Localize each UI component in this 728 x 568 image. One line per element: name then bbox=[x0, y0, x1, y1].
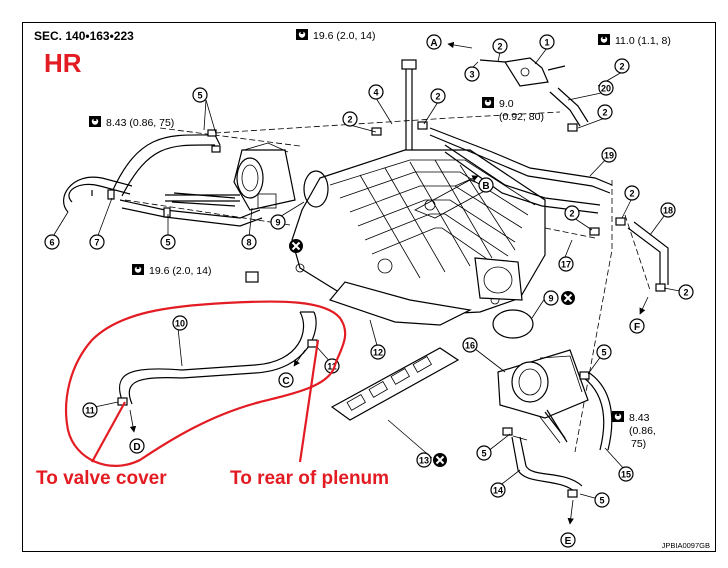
part-number: 2 bbox=[497, 42, 502, 52]
part-number: 5 bbox=[197, 91, 202, 101]
intake-manifold-lower bbox=[328, 281, 472, 326]
part-number: 4 bbox=[373, 88, 378, 98]
part-number: 1 bbox=[544, 38, 549, 48]
engine-label: HR bbox=[44, 48, 82, 78]
letter-a: A bbox=[430, 38, 437, 49]
part-number: 10 bbox=[175, 319, 185, 329]
part-number: 16 bbox=[465, 341, 475, 351]
part-number-callouts: 1 2 2 2 2 2 2 2 2 3 4 5 5 5 5 5 6 7 8 9 … bbox=[44, 34, 694, 508]
torque-wrench-icon bbox=[296, 29, 308, 40]
torque-spec-4-value: 9.0 bbox=[499, 98, 514, 110]
torque-wrench-icon bbox=[89, 116, 101, 127]
direction-letter-labels: A B C D E F bbox=[129, 34, 645, 548]
direction-arrows bbox=[129, 41, 649, 525]
section-label: SEC. 140•163•223 bbox=[34, 29, 134, 43]
pcv-hose-10 bbox=[118, 311, 317, 405]
part-number: 18 bbox=[663, 206, 673, 216]
letter-c: C bbox=[282, 376, 289, 387]
torque-spec-6-value: 8.43 bbox=[629, 412, 650, 424]
x-circle-replace-icon bbox=[432, 452, 448, 468]
coolant-hose-7 bbox=[111, 134, 221, 197]
letter-d: D bbox=[133, 442, 140, 453]
bolts bbox=[171, 59, 568, 443]
hose-clamps bbox=[107, 121, 666, 498]
throttle-body-right bbox=[497, 349, 589, 444]
part-number: 13 bbox=[419, 456, 429, 466]
torque-spec-5: 19.6 (2.0, 14) bbox=[149, 265, 211, 277]
callout-valve-cover: To valve cover bbox=[36, 468, 167, 489]
part-number: 2 bbox=[619, 62, 624, 72]
red-pointer-left bbox=[91, 401, 126, 463]
torque-spec-4-units: (0.92, 80) bbox=[499, 111, 544, 123]
red-pointer-right bbox=[298, 339, 320, 463]
valve-assembly-1 bbox=[479, 57, 566, 87]
part-number: 2 bbox=[629, 189, 634, 199]
part-number: 20 bbox=[601, 84, 611, 94]
torque-wrench-icon bbox=[132, 264, 144, 275]
callout-rear-plenum: To rear of plenum bbox=[230, 468, 389, 489]
torque-wrench-icon bbox=[482, 97, 494, 108]
torque-wrench-icon bbox=[598, 34, 610, 45]
part-number: 12 bbox=[373, 348, 383, 358]
throttle-body-left bbox=[233, 142, 296, 211]
part-number: 7 bbox=[94, 238, 99, 248]
torque-wrench-icon bbox=[612, 411, 624, 422]
part-number: 19 bbox=[604, 151, 614, 161]
letter-e: E bbox=[565, 536, 572, 547]
reference-lines bbox=[124, 111, 651, 453]
part-number: 8 bbox=[246, 238, 251, 248]
red-annotation: To valve cover To rear of plenum bbox=[36, 300, 389, 489]
letter-b: B bbox=[482, 181, 489, 192]
torque-spec-2: 11.0 (1.1, 8) bbox=[615, 35, 671, 47]
part-number: 17 bbox=[561, 260, 571, 270]
part-number: 2 bbox=[683, 288, 688, 298]
part-number: 2 bbox=[569, 209, 574, 219]
hose-14-15 bbox=[511, 371, 613, 493]
intake-manifold-plenum bbox=[291, 149, 546, 316]
coolant-hose-6 bbox=[62, 176, 133, 213]
x-circle-replace-icon bbox=[288, 238, 304, 254]
part-number: 3 bbox=[469, 70, 474, 80]
water-pipe bbox=[119, 194, 263, 227]
o-ring-left bbox=[303, 170, 329, 208]
hose-20 bbox=[549, 87, 589, 127]
hose-18 bbox=[627, 221, 669, 285]
part-number: 15 bbox=[621, 470, 631, 480]
o-ring-right bbox=[492, 309, 534, 339]
part-number: 5 bbox=[599, 496, 604, 506]
part-number: 5 bbox=[165, 238, 170, 248]
part-number: 11 bbox=[85, 406, 95, 416]
part-number: 2 bbox=[602, 108, 607, 118]
part-number: 14 bbox=[493, 486, 503, 496]
part-number: 11 bbox=[327, 362, 337, 372]
diagram-code: JPBIA0097GB bbox=[662, 541, 710, 550]
x-circle-replace-icon bbox=[560, 290, 576, 306]
part-number: 6 bbox=[49, 238, 54, 248]
part-number: 2 bbox=[347, 115, 352, 125]
torque-spec-6-units-end: 75) bbox=[631, 438, 646, 450]
part-number: 9 bbox=[275, 218, 280, 228]
water-tubes-19 bbox=[429, 127, 613, 214]
torque-spec-6-units: (0.86, bbox=[629, 425, 656, 437]
part-number: 5 bbox=[601, 348, 606, 358]
part-number: 9 bbox=[548, 294, 553, 304]
part-number: 5 bbox=[481, 449, 486, 459]
torque-spec-3: 8.43 (0.86, 75) bbox=[106, 117, 174, 129]
part-number: 2 bbox=[435, 92, 440, 102]
letter-f: F bbox=[634, 322, 640, 333]
intake-gasket bbox=[330, 347, 460, 421]
torque-spec-1: 19.6 (2.0, 14) bbox=[313, 30, 375, 42]
